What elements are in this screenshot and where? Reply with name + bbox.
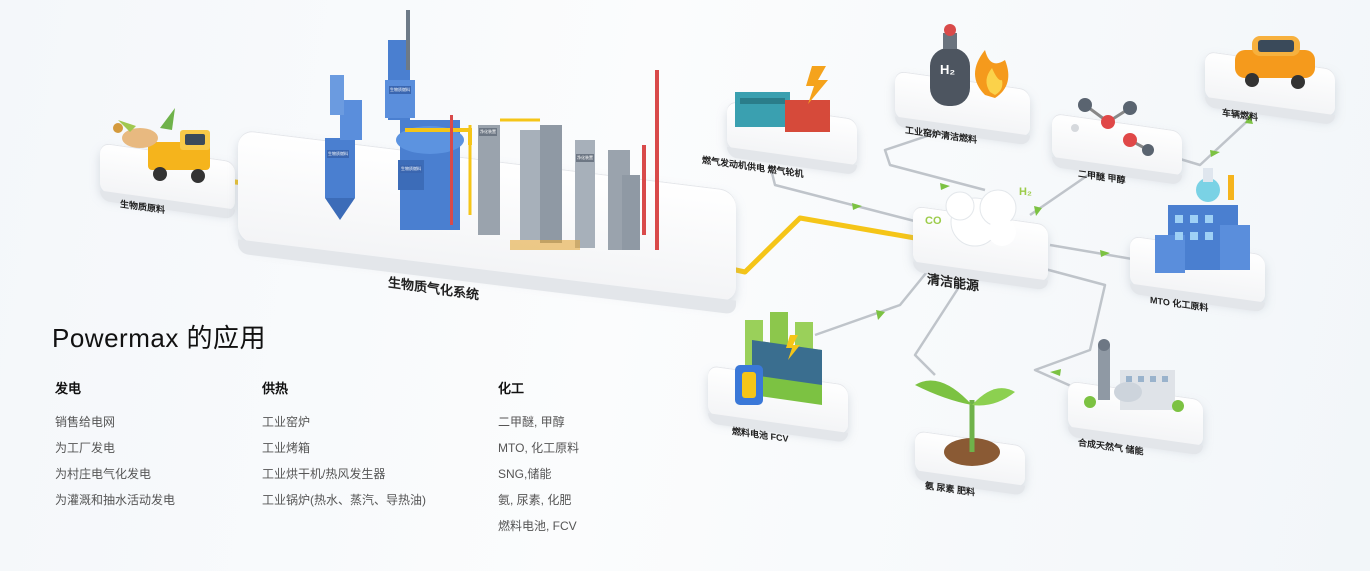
arrow-2 [940, 183, 950, 190]
list-item: 工业窑炉 [262, 415, 311, 429]
plant-tag-5: 净化装置 [576, 154, 594, 162]
list-item: 工业锅炉(热水、蒸汽、导热油) [262, 493, 426, 507]
arrow-6 [876, 310, 885, 320]
list-item: 为工厂发电 [55, 441, 116, 455]
plant-tag-1: 生物质燃料 [389, 86, 411, 94]
list-item: 二甲醚, 甲醇 [498, 415, 565, 429]
column-heading: 供热 [262, 381, 289, 396]
arrow-4 [1100, 250, 1110, 257]
plant-tag-3: 生物质燃料 [400, 165, 422, 173]
column-chemical: 化工 二甲醚, 甲醇 MTO, 化工原料 SNG,储能 氨, 尿素, 化肥 燃料… [498, 378, 579, 539]
arrow-5 [1245, 114, 1253, 124]
h2-tank-mark: H₂ [940, 62, 956, 77]
list-item: MTO, 化工原料 [498, 441, 580, 455]
list-item: 工业烤箱 [262, 441, 311, 455]
line-kiln [883, 123, 986, 192]
list-item: SNG,储能 [498, 467, 552, 481]
list-item: 为灌溉和抽水活动发电 [55, 493, 176, 507]
list-item: 工业烘干机/热风发生器 [262, 467, 386, 481]
column-heading: 化工 [498, 381, 525, 396]
h2-mark: H₂ [1019, 186, 1032, 198]
arrow-7 [1050, 369, 1061, 376]
arrow-1 [852, 203, 862, 210]
arrow-8 [1034, 206, 1042, 216]
column-heat: 供热 工业窑炉 工业烤箱 工业烘干机/热风发生器 工业锅炉(热水、蒸汽、导热油) [262, 378, 426, 513]
column-heading: 发电 [55, 381, 82, 396]
arrow-3 [1210, 150, 1220, 157]
list-item: 燃料电池, FCV [498, 519, 577, 533]
co-mark: CO [925, 215, 942, 227]
line-gas-engine [768, 164, 931, 227]
plant-tag-4: 净化装置 [479, 128, 497, 136]
list-item: 销售给电网 [55, 415, 116, 429]
list-item: 为村庄电气化发电 [55, 467, 152, 481]
plant-tag-2: 生物质燃料 [327, 150, 349, 158]
line-ammonia [913, 269, 972, 376]
column-power: 发电 销售给电网 为工厂发电 为村庄电气化发电 为灌溉和抽水活动发电 [55, 378, 175, 513]
line-sng [1029, 263, 1107, 392]
list-item: 氨, 尿素, 化肥 [498, 493, 572, 507]
applications-title: Powermax 的应用 [52, 323, 267, 353]
line-fuelcell [814, 261, 936, 337]
